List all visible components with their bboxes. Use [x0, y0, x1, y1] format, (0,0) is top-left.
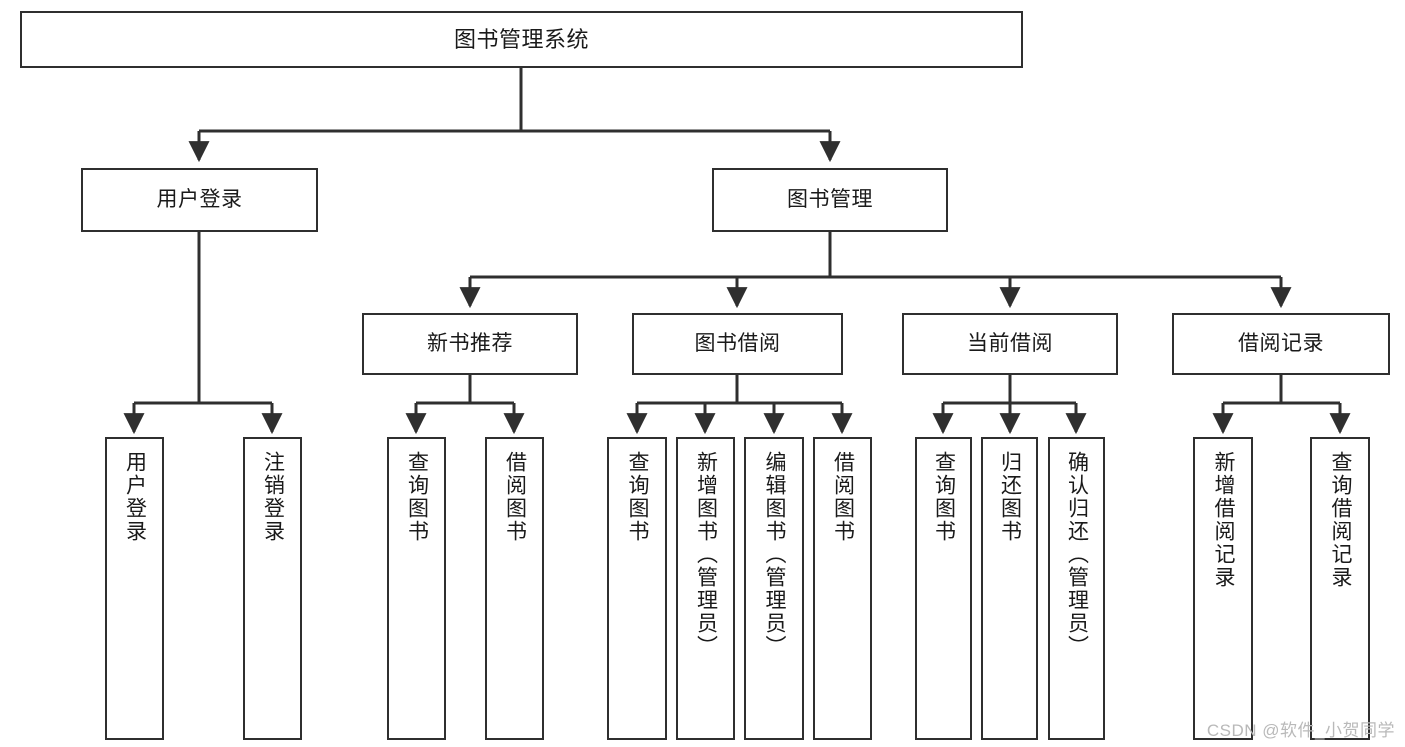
node-book-manage[interactable]: 图书管理 — [712, 168, 948, 232]
leaf-edit-book-admin[interactable]: 编辑图书（管理员） — [744, 437, 804, 740]
node-book-borrow[interactable]: 图书借阅 — [632, 313, 843, 375]
node-label: 编辑图书（管理员） — [763, 451, 787, 658]
node-label: 查询图书 — [405, 451, 429, 543]
node-borrow-record[interactable]: 借阅记录 — [1172, 313, 1390, 375]
node-root-system[interactable]: 图书管理系统 — [20, 11, 1023, 68]
node-label: 借阅图书 — [503, 451, 527, 543]
leaf-query-book-current[interactable]: 查询图书 — [915, 437, 972, 740]
node-user-login[interactable]: 用户登录 — [81, 168, 318, 232]
node-label: 查询图书 — [626, 451, 650, 543]
node-label: 图书管理系统 — [453, 26, 589, 52]
node-label: 当前借阅 — [967, 331, 1053, 355]
leaf-return-book[interactable]: 归还图书 — [981, 437, 1038, 740]
leaf-borrow-book-rec[interactable]: 借阅图书 — [485, 437, 544, 740]
node-label: 图书借阅 — [694, 331, 781, 355]
node-label: 新书推荐 — [427, 331, 513, 355]
node-new-book-recommend[interactable]: 新书推荐 — [362, 313, 578, 375]
node-label: 新增借阅记录 — [1212, 451, 1236, 589]
node-label: 查询借阅记录 — [1329, 451, 1353, 589]
leaf-add-book-admin[interactable]: 新增图书（管理员） — [676, 437, 735, 740]
node-label: 借阅图书 — [831, 451, 855, 543]
node-label: 用户登录 — [156, 187, 243, 211]
leaf-add-borrow-record[interactable]: 新增借阅记录 — [1193, 437, 1253, 740]
leaf-query-book-rec[interactable]: 查询图书 — [387, 437, 446, 740]
leaf-confirm-return-admin[interactable]: 确认归还（管理员） — [1048, 437, 1105, 740]
leaf-borrow-book[interactable]: 借阅图书 — [813, 437, 872, 740]
node-label: 新增图书（管理员） — [694, 451, 718, 658]
csdn-watermark: CSDN @软件_小贺同学 — [1206, 721, 1395, 740]
node-current-borrow[interactable]: 当前借阅 — [902, 313, 1118, 375]
leaf-query-borrow-record[interactable]: 查询借阅记录 — [1310, 437, 1370, 740]
leaf-query-book-borrow[interactable]: 查询图书 — [607, 437, 667, 740]
node-label: 注销登录 — [261, 451, 285, 543]
leaf-logout[interactable]: 注销登录 — [243, 437, 302, 740]
node-label: 确认归还（管理员） — [1065, 451, 1089, 658]
node-label: 借阅记录 — [1238, 331, 1324, 355]
node-label: 归还图书 — [998, 451, 1022, 543]
node-label: 查询图书 — [932, 451, 956, 543]
node-label: 用户登录 — [123, 451, 147, 543]
node-label: 图书管理 — [787, 187, 873, 211]
leaf-user-login[interactable]: 用户登录 — [105, 437, 164, 740]
